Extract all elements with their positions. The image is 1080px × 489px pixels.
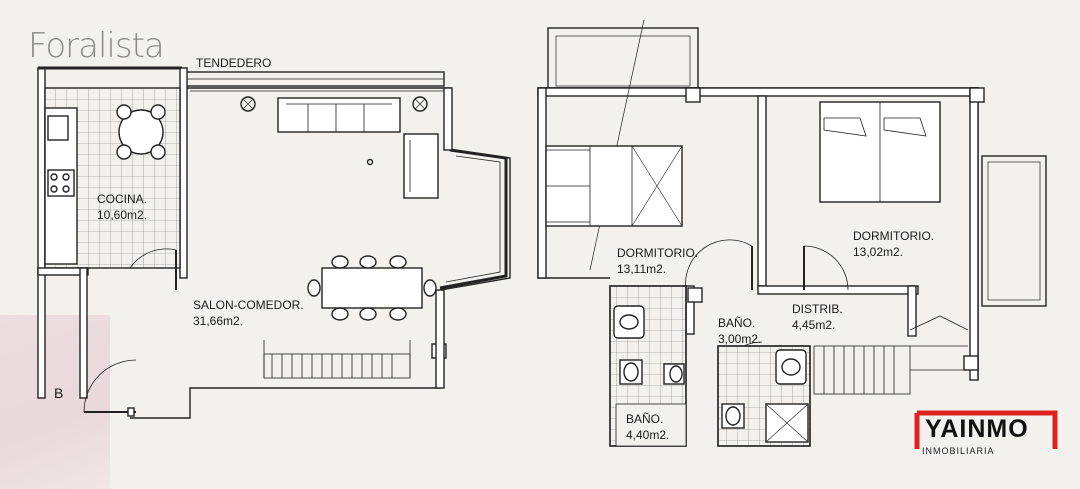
label-dorm2-name: DORMITORIO. [853,229,935,243]
yainmo-logo-frame [914,410,1058,449]
label-cocina-area: 10,60m2. [97,208,148,222]
upper-floor [537,19,1047,447]
label-entrance-b: B [54,385,64,401]
ground-floor [37,66,511,419]
yainmo-logo-text: YAINMO [925,415,1029,443]
stove [47,169,75,197]
lamp-right [412,96,428,112]
wall-left [37,67,46,399]
column-upper [963,355,979,371]
kitchen-table [118,109,164,155]
balcony-top [547,27,699,89]
entrance-door [83,359,137,413]
label-bano1-name: BAÑO. [718,316,756,330]
sofa-small [403,133,439,199]
door-dorm1 [685,239,753,291]
balcony-right [981,155,1047,307]
label-bano2-area: 4,40m2. [626,428,670,442]
dining-table [321,267,423,309]
label-distrib-area: 4,45m2. [792,318,836,332]
sink [47,115,69,141]
label-tendedero: TENDEDERO [196,56,272,70]
sofa-large [277,97,401,133]
label-dorm2-area: 13,02m2. [853,245,904,259]
kitchen-door [129,248,177,269]
label-dorm1-name: DORMITORIO. [617,246,699,260]
stairs-ground [263,340,411,379]
label-salon-name: SALON-COMEDOR. [193,298,304,312]
paper-corner-overlay [0,315,110,489]
label-dorm1-area: 13,11m2. [617,262,667,276]
label-cocina-name: COCINA. [97,192,148,206]
door-dorm2 [803,245,849,291]
yainmo-logo-subtitle: INMOBILIARIA [922,446,995,456]
label-bano1-area: 3,00m2. [718,332,762,346]
lamp-left [240,96,256,112]
foralista-logo: Foralista [28,26,165,66]
stairs-upper [813,315,969,395]
label-distrib-name: DISTRIB. [792,302,843,316]
label-salon-area: 31,66m2. [193,314,244,328]
label-bano2-name: BAÑO. [626,412,664,426]
